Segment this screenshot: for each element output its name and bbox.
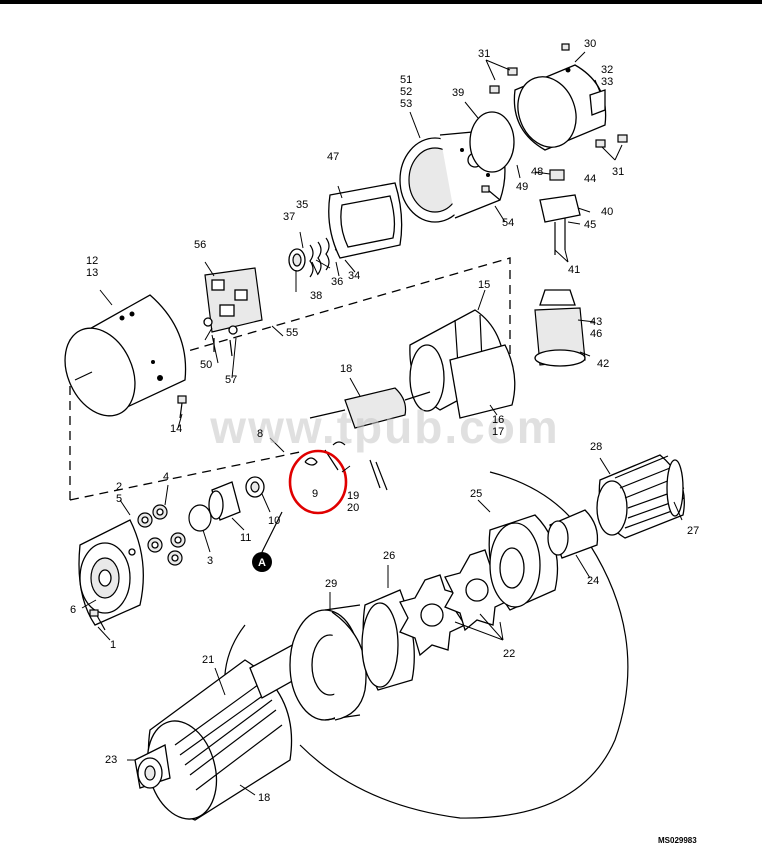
- rod-marks: [369, 459, 388, 491]
- watermark: www.tpub.com: [209, 401, 559, 453]
- disc-29: [289, 604, 367, 721]
- callout-10: 10: [268, 515, 280, 527]
- callout-54: 54: [502, 217, 514, 229]
- callout-27: 27: [687, 525, 699, 537]
- callout-33: 33: [601, 76, 613, 88]
- callout-49: 49: [516, 181, 528, 193]
- detail-a-marker: [252, 552, 272, 572]
- callout-1: 1: [110, 639, 116, 651]
- callout-18b: 18: [258, 792, 270, 804]
- callout-21: 21: [202, 654, 214, 666]
- callout-14: 14: [170, 423, 182, 435]
- detail-a-letter: A: [258, 557, 266, 569]
- callout-13: 13: [86, 267, 98, 279]
- brush-holder-56-57: [203, 267, 263, 357]
- washer-10: [245, 476, 265, 498]
- screw-54: [481, 185, 501, 201]
- callout-38: 38: [310, 290, 322, 302]
- callout-31a: 31: [478, 48, 490, 60]
- callout-19: 19: [347, 490, 359, 502]
- highlight-circle: [288, 449, 348, 515]
- callout-24: 24: [587, 575, 599, 587]
- callout-2: 2: [116, 481, 122, 493]
- o-ring-3: [188, 504, 212, 532]
- callout-53: 53: [400, 98, 412, 110]
- detail-a-leader: [261, 511, 283, 553]
- callout-20: 20: [347, 502, 359, 514]
- callout-29: 29: [325, 578, 337, 590]
- shell-16-17: [449, 344, 516, 419]
- callout-44: 44: [584, 173, 596, 185]
- locator-outline: [69, 257, 511, 501]
- callout-28: 28: [590, 441, 602, 453]
- terminal-40-46: [534, 169, 586, 367]
- callout-48: 48: [531, 166, 543, 178]
- callout-30: 30: [584, 38, 596, 50]
- callout-52: 52: [400, 86, 412, 98]
- key-19-20: [332, 441, 346, 446]
- end-plate-2-6: [78, 519, 144, 626]
- callout-35: 35: [296, 199, 308, 211]
- callout-5: 5: [116, 493, 122, 505]
- callout-31b: 31: [612, 166, 624, 178]
- frame-47: [328, 182, 403, 259]
- callout-39: 39: [452, 87, 464, 99]
- callout-34: 34: [348, 270, 360, 282]
- callout-3: 3: [207, 555, 213, 567]
- bearing-11: [208, 481, 241, 521]
- callout-26: 26: [383, 550, 395, 562]
- callout-6: 6: [70, 604, 76, 616]
- callout-15: 15: [478, 279, 490, 291]
- callout-labels: 1 2 5 3 4 6 8 9 10 11 12 13 14 15 16 17 …: [70, 38, 699, 804]
- callout-50: 50: [200, 359, 212, 371]
- callout-4: 4: [163, 471, 169, 483]
- bearing-assembly-35-38: [288, 235, 346, 278]
- callout-25: 25: [470, 488, 482, 500]
- callout-45: 45: [584, 219, 596, 231]
- callout-55: 55: [286, 327, 298, 339]
- callout-51: 51: [400, 74, 412, 86]
- bushing-24: [547, 509, 599, 559]
- armature-18-21-23: [134, 629, 331, 821]
- figure-id: MS029983: [658, 836, 697, 845]
- end-cap-30: [513, 64, 607, 151]
- callout-40: 40: [601, 206, 613, 218]
- callout-11: 11: [240, 532, 251, 544]
- leader-lines: [81, 51, 683, 796]
- callout-32: 32: [601, 64, 613, 76]
- callout-41: 41: [568, 264, 580, 276]
- callout-56: 56: [194, 239, 206, 251]
- screws-31: [489, 43, 628, 148]
- callout-57: 57: [225, 374, 237, 386]
- gasket-39: [469, 111, 515, 173]
- housing-12-13: [64, 294, 187, 417]
- nuts-4: [137, 504, 186, 566]
- callout-43: 43: [590, 316, 602, 328]
- screw-14: [177, 395, 187, 419]
- callout-12: 12: [86, 255, 98, 267]
- callout-9: 9: [312, 488, 318, 500]
- callout-42: 42: [597, 358, 609, 370]
- hub-25: [488, 514, 559, 611]
- callout-37: 37: [283, 211, 295, 223]
- callout-22: 22: [503, 648, 515, 660]
- callout-18a: 18: [340, 363, 352, 375]
- callout-47: 47: [327, 151, 339, 163]
- callout-8: 8: [257, 428, 263, 440]
- callout-36: 36: [331, 276, 343, 288]
- screw-1: [89, 609, 106, 631]
- armature-18-upper: [309, 387, 431, 429]
- callout-16: 16: [492, 414, 504, 426]
- callout-46: 46: [590, 328, 602, 340]
- callout-17: 17: [492, 426, 504, 438]
- gear-27-28: [596, 454, 685, 539]
- callout-23: 23: [105, 754, 117, 766]
